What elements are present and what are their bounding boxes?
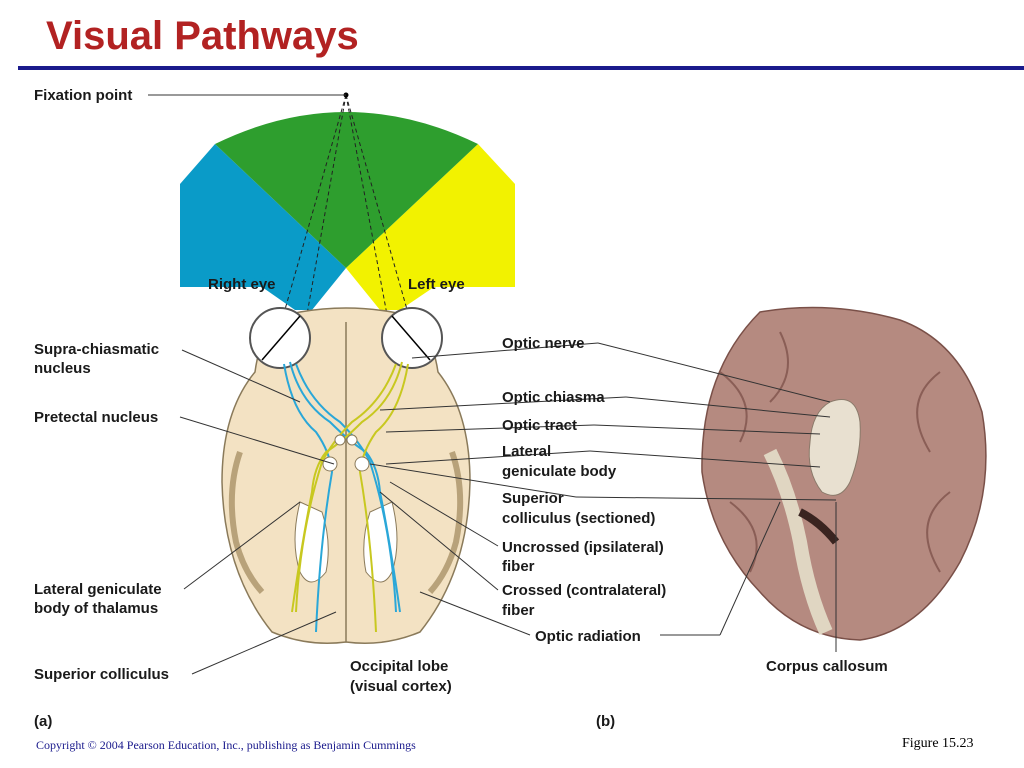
label-optic-chiasma: Optic chiasma [502,389,605,406]
labels: Fixation point Right eye Left eye Supra-… [34,87,888,730]
brain-diagram [221,307,471,644]
label-superior-colliculus: Superior colliculus [34,666,169,683]
label-lgb-thalamus-2: body of thalamus [34,600,158,617]
label-occipital-lobe: Occipital lobe [350,658,448,675]
label-optic-tract: Optic tract [502,417,577,434]
panel-b-label: (b) [596,713,615,730]
label-corpus-callosum: Corpus callosum [766,658,888,675]
label-occipital-lobe-2: (visual cortex) [350,678,452,695]
label-lgb-thalamus: Lateral geniculate [34,581,162,598]
left-eye-field [346,144,515,287]
slide-title: Visual Pathways [46,14,359,58]
label-lateral-geniculate-2: geniculate body [502,463,617,480]
visual-pathways-figure: Fixation point Right eye Left eye Supra-… [34,87,987,730]
label-superior-colliculus-sectioned: Superior [502,490,564,507]
label-crossed-fiber-2: fiber [502,602,535,619]
label-left-eye: Left eye [408,276,465,293]
copyright-notice: Copyright © 2004 Pearson Education, Inc.… [36,738,416,752]
label-optic-nerve: Optic nerve [502,335,585,352]
left-eyeball [381,307,443,369]
panel-a-label: (a) [34,713,52,730]
brain-specimen-photo [701,306,987,641]
figure-number: Figure 15.23 [902,736,974,751]
label-lateral-geniculate: Lateral [502,443,551,460]
label-suprachiasmatic-2: nucleus [34,360,91,377]
title-divider [18,66,1024,70]
label-fixation-point: Fixation point [34,87,132,104]
label-pretectal: Pretectal nucleus [34,409,158,426]
right-eyeball [249,307,311,369]
visual-field [180,92,515,321]
leader-lines [148,94,837,675]
label-crossed-fiber: Crossed (contralateral) [502,582,666,599]
label-optic-radiation: Optic radiation [535,628,641,645]
label-uncrossed-fiber: Uncrossed (ipsilateral) [502,539,664,556]
label-suprachiasmatic: Supra-chiasmatic [34,341,159,358]
binocular-field [215,112,478,268]
label-superior-colliculus-sectioned-2: colliculus (sectioned) [502,510,655,527]
label-uncrossed-fiber-2: fiber [502,558,535,575]
label-right-eye: Right eye [208,276,276,293]
right-eye-field [180,144,346,287]
